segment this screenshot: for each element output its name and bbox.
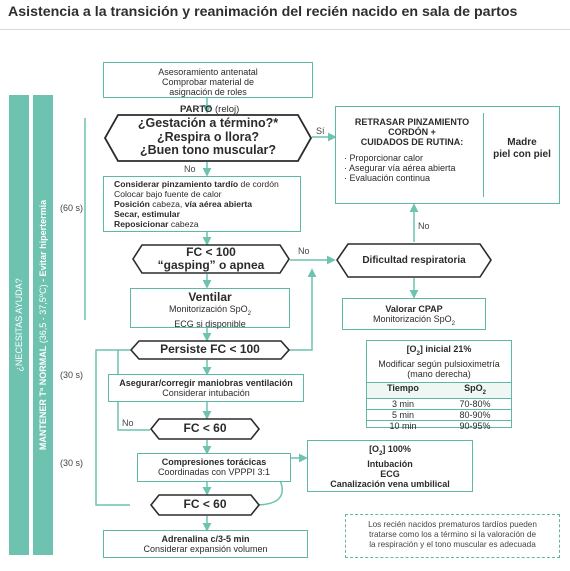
parto-label: PARTO (reloj) — [180, 104, 239, 115]
parto-rest: (reloj) — [212, 104, 240, 115]
cpap-box: Valorar CPAP Monitorización SpO2 — [342, 298, 486, 330]
initial-step-5: Reposicionar cabeza — [114, 219, 199, 229]
ventilate-title: Ventilar — [188, 290, 232, 304]
ecg-item: ECG — [380, 468, 400, 479]
spo2-table-subheading: Modificar según pulsioximetría — [378, 358, 500, 369]
delay-box-divider — [483, 113, 484, 197]
time-label-30s-second: (30 s) — [60, 458, 84, 468]
oxygen-100-title: [O2] 100% — [369, 444, 411, 457]
antenatal-box: Asesoramiento antenatal Comprobar materi… — [103, 62, 313, 98]
compressions-title: Compresiones torácicas — [161, 457, 267, 467]
fc60-second-text: FC < 60 — [183, 497, 227, 511]
routine-care-item-2: · Asegurar vía aérea abierta — [344, 163, 456, 173]
parto-bold: PARTO — [180, 104, 213, 115]
fc100-line-1: FC < 100 — [186, 245, 236, 259]
spo2-table-header-row: Tiempo SpO2 — [367, 381, 511, 399]
persiste-shape — [129, 340, 291, 360]
antenatal-line-3: asignación de roles — [169, 87, 247, 97]
adrenaline-sub: Considerar expansión volumen — [143, 544, 268, 554]
initial-step-4: Secar, estimular — [114, 209, 180, 219]
secure-ventilation-title: Asegurar/corregir maniobras ventilación — [119, 378, 293, 388]
routine-care-list: · Proporcionar calor · Asegurar vía aére… — [344, 153, 559, 183]
help-strip: ¿NECESITAS AYUDA? — [9, 95, 29, 555]
edge-label-no-3: No — [418, 221, 430, 231]
respiratory-distress-text: Dificultad respiratoria — [362, 255, 466, 266]
time-label-30s-first: (30 s) — [60, 370, 84, 380]
intubation-item: Intubación — [367, 458, 413, 469]
spo2-table-note: (mano derecha) — [407, 368, 471, 379]
compressions-sub: Coordinadas con VPPPI 3:1 — [157, 467, 271, 477]
ventilate-line-2: ECG si disponible — [174, 318, 246, 329]
note-line-2: tratarse como los a término si la valora… — [368, 530, 536, 539]
cpap-title: Valorar CPAP — [385, 304, 443, 314]
compressions-box: Compresiones torácicas Coordinadas con V… — [137, 453, 291, 482]
delay-clamping-box: RETRASAR PINZAMIENTO CORDÓN + CUIDADOS D… — [335, 106, 560, 204]
edge-label-no-1: No — [184, 164, 196, 174]
cpap-line: Monitorización SpO2 — [373, 314, 455, 327]
ventilate-box: Ventilar Monitorización SpO2 ECG si disp… — [130, 288, 290, 329]
page-title: Asistencia a la transición y reanimación… — [8, 4, 518, 20]
initial-steps-box: Considerar pinzamiento tardío de cordón … — [103, 176, 301, 232]
gestation-q2: ¿Respira o llora? — [156, 129, 260, 144]
gestation-questions: ¿Gestación a término?* ¿Respira o llora?… — [104, 116, 312, 158]
routine-care-item-1: · Proporcionar calor — [344, 153, 424, 163]
gestation-question-shape — [103, 114, 313, 162]
edge-label-si: Sí — [316, 126, 325, 136]
spo2-col-time: Tiempo — [387, 382, 419, 393]
gestation-q1: ¿Gestación a término?* — [137, 116, 279, 130]
spo2-table-heading: [O2] inicial 21% — [406, 344, 472, 357]
initial-step-1: Considerar pinzamiento tardío de cordón — [114, 179, 279, 189]
time-label-60s: (60 s) — [60, 203, 84, 213]
edge-label-no-4: No — [122, 418, 134, 428]
initial-step-3: Posición cabeza, vía aérea abierta — [114, 199, 253, 209]
spo2-table-box: [O2] inicial 21% Modificar según pulsiox… — [366, 340, 512, 431]
title-divider — [0, 29, 570, 30]
adrenaline-title: Adrenalina c/3-5 min — [161, 534, 250, 544]
initial-step-2: Colocar bajo fuente de calor — [114, 189, 222, 199]
oxygen-100-box: [O2] 100% Intubación ECG Canalización ve… — [307, 440, 473, 492]
routine-care-item-3: · Evaluación continua — [344, 173, 431, 183]
adrenaline-box: Adrenalina c/3-5 min Considerar expansió… — [103, 530, 308, 558]
secure-ventilation-box: Asegurar/corregir maniobras ventilación … — [108, 374, 304, 402]
antenatal-line-1: Asesoramiento antenatal — [158, 67, 258, 77]
delay-clamping-heading: RETRASAR PINZAMIENTO CORDÓN + CUIDADOS D… — [354, 117, 470, 147]
premature-note-box: Los recién nacidos prematuros tardíos pu… — [345, 514, 560, 558]
fc60-second-shape — [149, 494, 261, 516]
fc100-text: FC < 100 “gasping” o apnea — [132, 246, 290, 272]
fc60-first-text: FC < 60 — [183, 421, 227, 435]
umbilical-vein-item: Canalización vena umbilical — [330, 478, 450, 489]
persiste-text: Persiste FC < 100 — [160, 342, 260, 356]
edge-label-no-2: No — [298, 246, 310, 256]
note-line-3: la respiración y el tono muscular es ade… — [369, 540, 536, 549]
skin-to-skin-label: Madre piel con piel — [493, 137, 551, 160]
maintain-temperature-strip: MANTENER Tª NORMAL (36,5 - 37,5ºC) - Evi… — [33, 95, 53, 555]
fc60-first-shape — [149, 418, 261, 440]
spo2-col-spo2: SpO2 — [464, 382, 486, 396]
antenatal-line-2: Comprobar material de — [161, 77, 255, 87]
respiratory-distress-shape — [336, 243, 492, 278]
note-line-1: Los recién nacidos prematuros tardíos pu… — [368, 520, 537, 529]
secure-ventilation-sub: Considerar intubación — [162, 388, 250, 398]
fc100-line-2: “gasping” o apnea — [157, 258, 265, 272]
ventilate-line-1: Monitorización SpO2 — [169, 304, 251, 317]
gestation-q3: ¿Buen tono muscular? — [139, 143, 277, 157]
fc100-shape — [132, 244, 290, 274]
